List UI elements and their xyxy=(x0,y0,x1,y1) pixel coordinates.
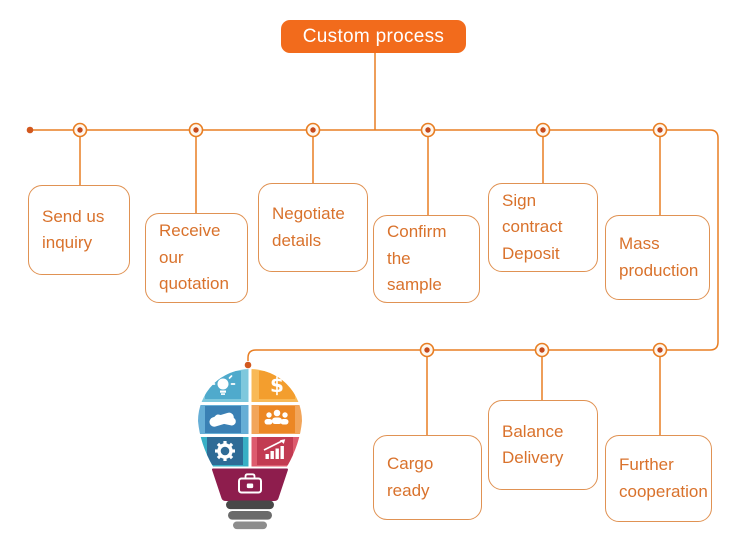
handshake-icon xyxy=(209,412,236,427)
branch-nodes xyxy=(72,122,668,358)
spine-end-dot xyxy=(244,361,252,369)
step-negotiate-details: Negotiate details xyxy=(258,183,368,272)
step-cargo-ready: Cargo ready xyxy=(373,435,482,520)
main-spine-line xyxy=(30,129,719,361)
step-mass-production: Mass production xyxy=(605,215,710,300)
lightbulb-graphic: $ xyxy=(198,369,302,530)
idea-bulb-icon xyxy=(210,371,236,395)
team-icon xyxy=(264,409,289,425)
step-sign-contract-deposit: Sign contract Deposit xyxy=(488,183,598,272)
dollar-icon: $ xyxy=(270,373,284,397)
bulb-base-bars xyxy=(226,500,274,530)
bar-chart-icon xyxy=(263,439,286,459)
gear-icon xyxy=(215,441,235,461)
step-send-us-inquiry: Send us inquiry xyxy=(28,185,130,275)
process-title: Custom process xyxy=(281,20,466,53)
step-further-cooperation: Further cooperation xyxy=(605,435,712,522)
process-title-label: Custom process xyxy=(302,25,445,47)
spine-start-dot xyxy=(26,126,34,134)
step-receive-our-quotation: Receive our quotation xyxy=(145,213,248,303)
briefcase-icon xyxy=(238,473,262,494)
step-balance-delivery: Balance Delivery xyxy=(488,400,598,490)
step-confirm-the-sample: Confirm the sample xyxy=(373,215,480,303)
flow-connector-lines xyxy=(30,53,719,435)
